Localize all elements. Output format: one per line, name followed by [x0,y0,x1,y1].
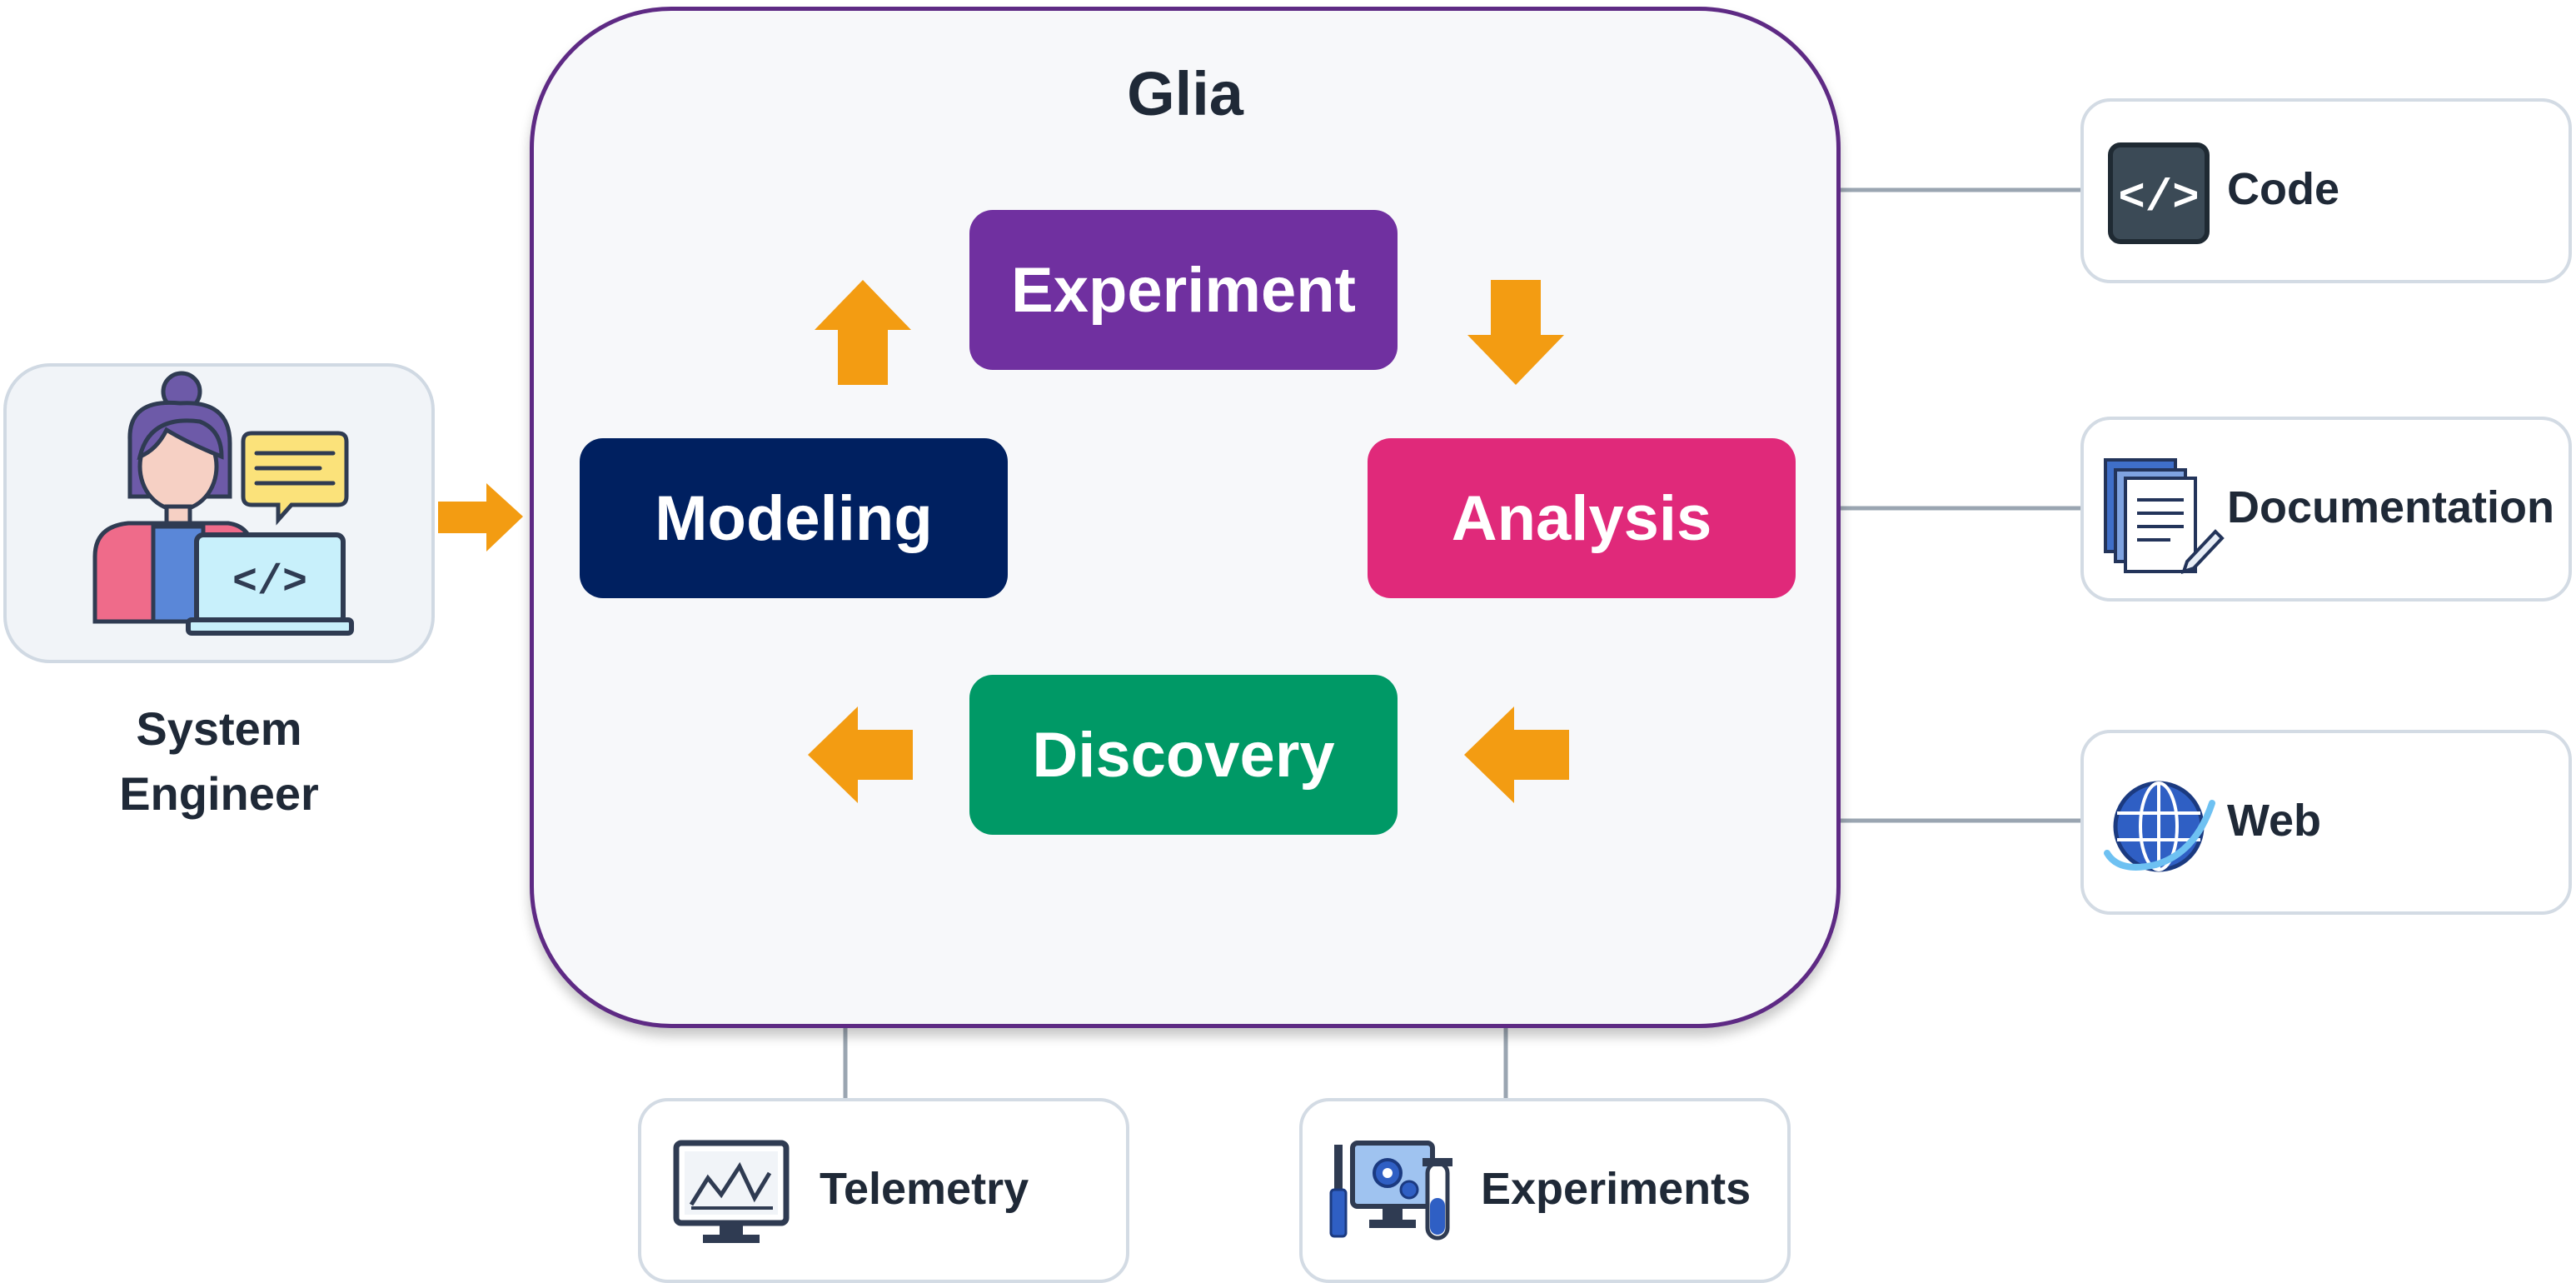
telemetry-label: Telemetry [820,1164,1029,1214]
stage-analysis-label: Analysis [1451,482,1712,554]
arrow-down-icon [1467,280,1564,385]
stage-discovery[interactable]: Discovery [969,675,1398,835]
arrow-left-icon [1464,706,1569,803]
documents-icon [2104,458,2225,575]
stage-discovery-label: Discovery [1032,719,1335,791]
system-engineer-card: </> [3,363,435,663]
arrow-up-icon [815,280,911,385]
experiments-card[interactable]: Experiments [1299,1098,1791,1283]
code-icon: </> [2108,142,2210,244]
arrow-left-icon [808,706,913,803]
svg-text:</>: </> [232,559,307,607]
svg-text:</>: </> [2118,173,2199,224]
globe-icon [2104,781,2215,872]
system-engineer-label: System Engineer [3,696,435,826]
system-engineer-label-line2: Engineer [119,767,319,820]
stage-analysis[interactable]: Analysis [1368,438,1796,598]
experiments-label: Experiments [1481,1164,1751,1214]
arrow-right-icon [438,483,523,552]
stage-modeling-label: Modeling [655,482,933,554]
line-chart-monitor-icon [673,1140,790,1243]
telemetry-card[interactable]: Telemetry [638,1098,1129,1283]
lab-monitor-icon [1329,1141,1452,1241]
stage-experiment-label: Experiment [1011,254,1356,326]
code-label: Code [2227,164,2339,214]
code-card[interactable]: </> Code [2080,98,2572,283]
glia-title: Glia [1127,59,1243,128]
stage-experiment[interactable]: Experiment [969,210,1398,370]
stage-modeling[interactable]: Modeling [580,438,1008,598]
documentation-card[interactable]: Documentation [2080,417,2572,602]
web-label: Web [2227,796,2322,846]
system-engineer-icon: </> [92,371,354,636]
web-card[interactable]: Web [2080,730,2572,915]
documentation-label: Documentation [2227,482,2555,532]
system-engineer-label-line1: System [136,702,302,755]
